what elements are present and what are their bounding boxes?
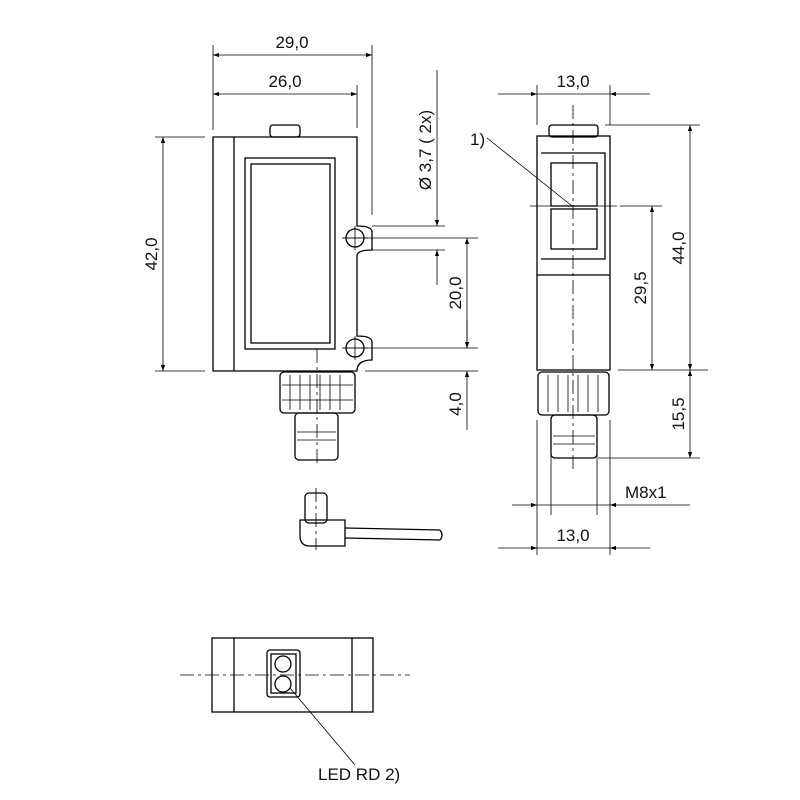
dim-width-body: 26,0	[268, 72, 301, 91]
angled-connector-sketch	[299, 488, 443, 550]
led-label: LED RD 2)	[318, 765, 400, 784]
front-view	[212, 124, 373, 465]
dim-optical-axis: 29,5	[631, 271, 650, 304]
dim-side-width-bottom: 13,0	[556, 526, 589, 545]
side-dimensions	[498, 85, 708, 555]
note-1-label: 1)	[470, 130, 485, 149]
side-view	[486, 105, 617, 470]
dim-hole-spacing: 20,0	[446, 276, 465, 309]
dim-thread: M8x1	[625, 483, 667, 502]
dim-hole-diameter: Ø 3,7 ( 2x)	[416, 110, 435, 190]
dim-side-width-top: 13,0	[556, 72, 589, 91]
front-dimensions	[155, 45, 478, 430]
dim-width-overall: 29,0	[275, 33, 308, 52]
dim-hole-offset: 4,0	[446, 392, 465, 416]
top-view	[180, 637, 410, 766]
dim-side-height: 44,0	[669, 231, 688, 264]
dim-connector-length: 15,5	[669, 397, 688, 430]
dim-height-body: 42,0	[142, 237, 161, 270]
